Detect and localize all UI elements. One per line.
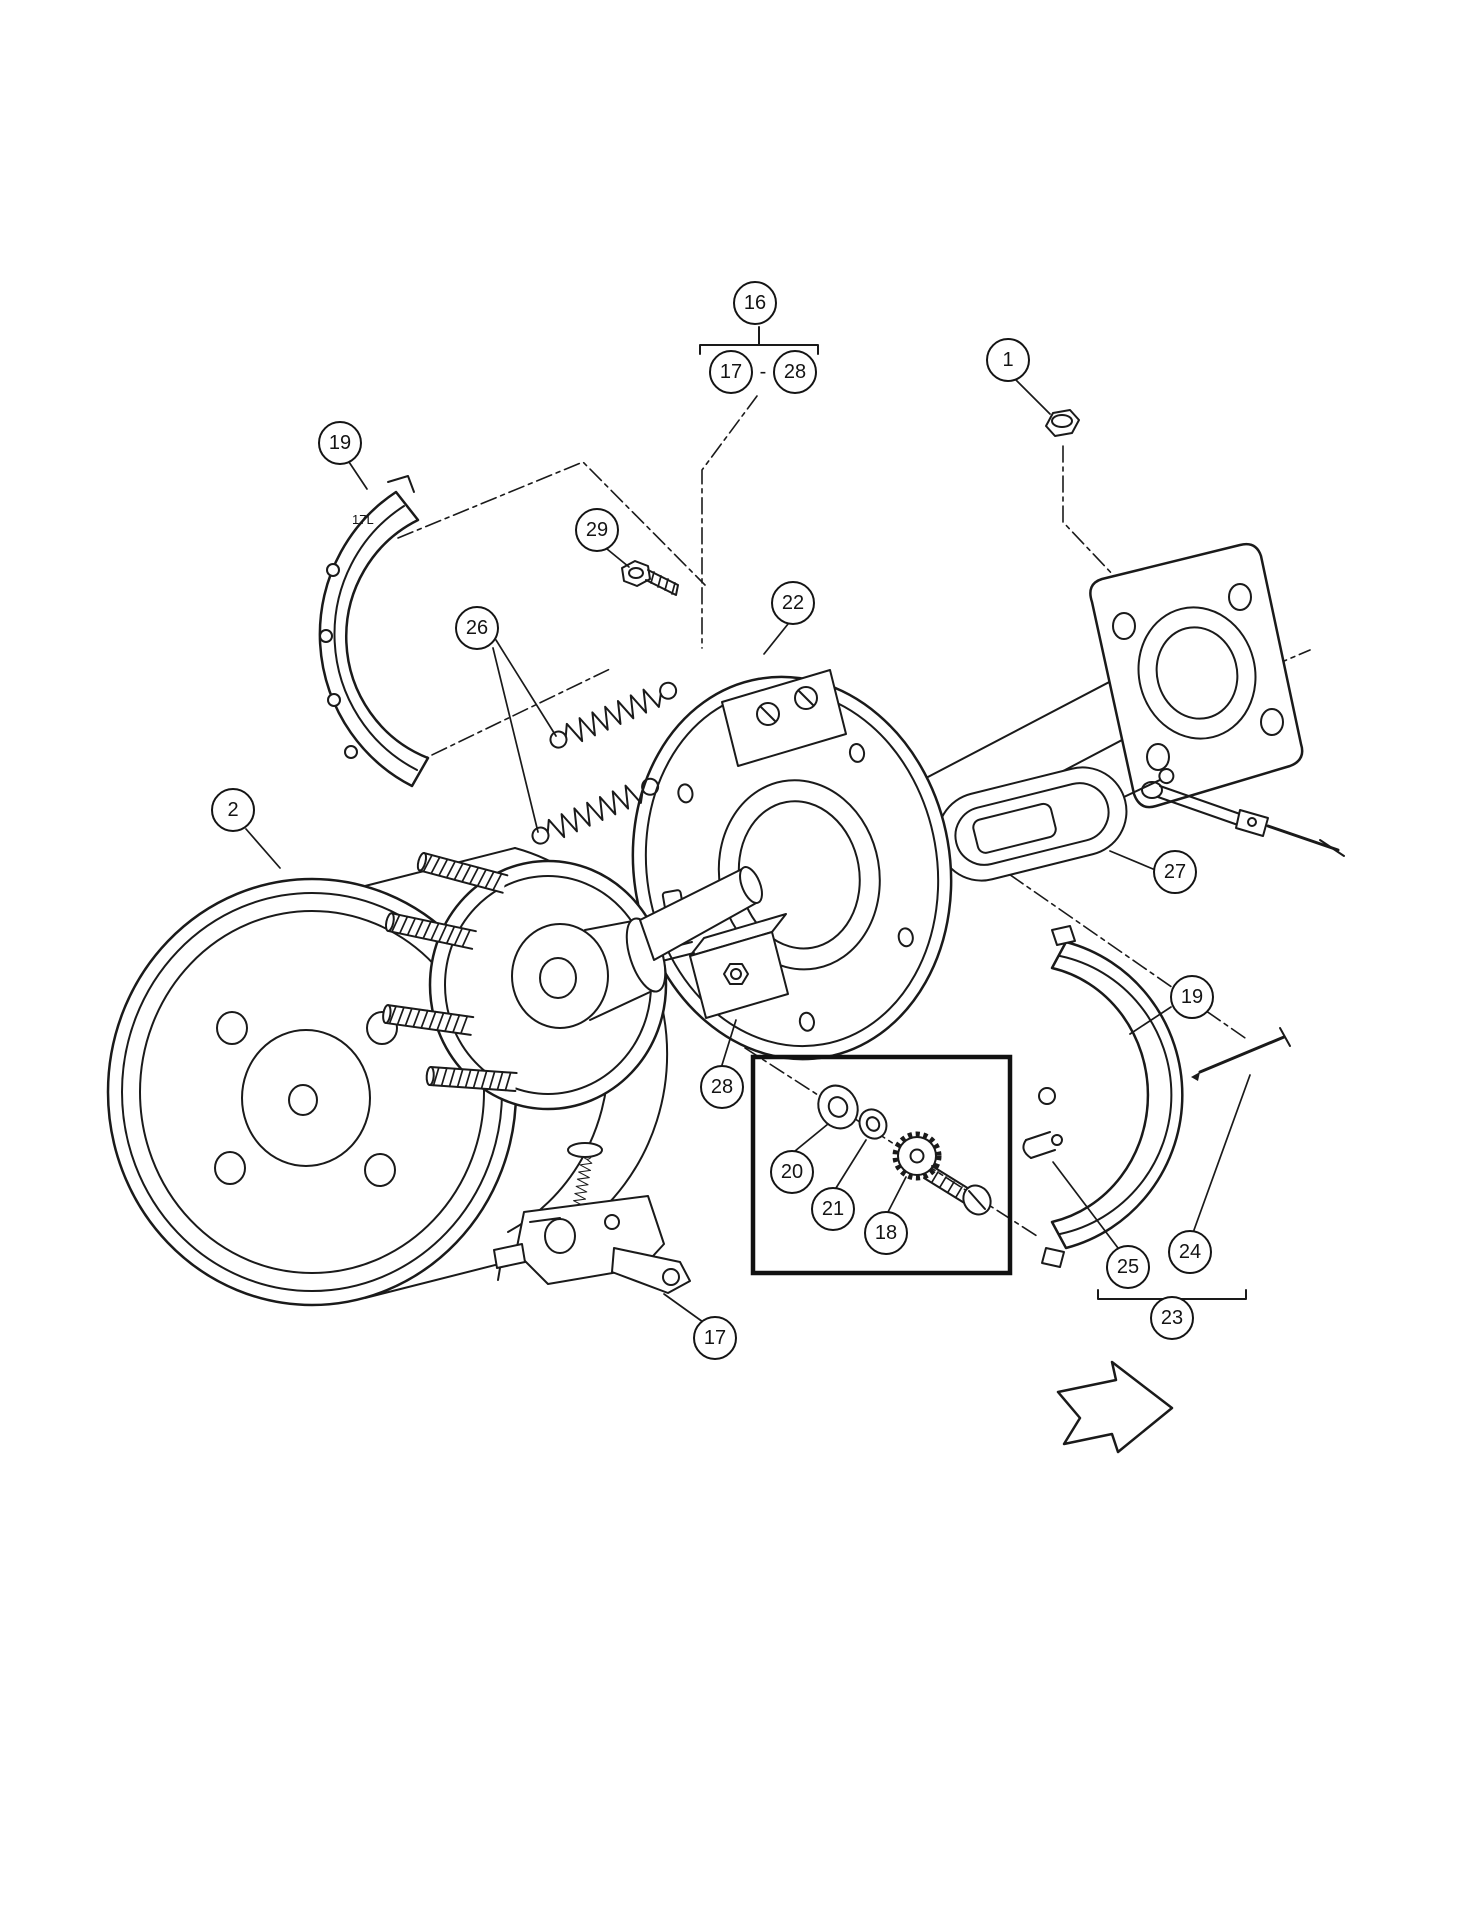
callout-25: 25 [1106,1245,1150,1289]
callout-19-right: 19 [1170,975,1214,1019]
hold-down-clip [1022,1131,1063,1159]
callout-18: 18 [864,1211,908,1255]
detail-inset [750,1054,1013,1276]
axle-flange [1089,542,1304,809]
callout-22: 22 [771,581,815,625]
retainer-oval [936,766,1175,882]
adjuster-assembly [493,1142,691,1294]
hex-bolt [621,560,679,596]
washer-small [858,1108,888,1140]
callout-23: 23 [1150,1296,1194,1340]
callout-2: 2 [211,788,255,832]
brake-shoe-right [1038,925,1184,1268]
plate-top-bracket [721,669,847,767]
group-bracket-16 [699,326,819,355]
callout-16: 16 [733,281,777,325]
axle-nut [1045,409,1080,437]
callout-20: 20 [770,1150,814,1194]
callout-1: 1 [986,338,1030,382]
callout-17: 17 [693,1316,737,1360]
callout-17-range: 17 [709,350,753,394]
brake-cable [1141,781,1345,857]
hold-down-pin [1191,1027,1291,1081]
callout-28-range: 28 [773,350,817,394]
callout-26: 26 [455,606,499,650]
washer-large [817,1084,859,1130]
callout-27: 27 [1153,850,1197,894]
callout-19-left: 19 [318,421,362,465]
callout-21: 21 [811,1187,855,1231]
callout-29: 29 [575,508,619,552]
direction-arrow [1056,1360,1174,1454]
leader-lines [245,379,1251,1323]
shoe-marking-17l: 17L [352,512,374,527]
brake-shoe-left [318,475,430,788]
callout-range-separator: - [759,360,767,383]
lever-housing [651,913,789,1019]
axle-shaft [639,866,763,961]
hub-assembly [381,851,668,1111]
callout-28: 28 [700,1065,744,1109]
callout-24: 24 [1168,1230,1212,1274]
star-adjuster-wheel [892,1131,992,1216]
